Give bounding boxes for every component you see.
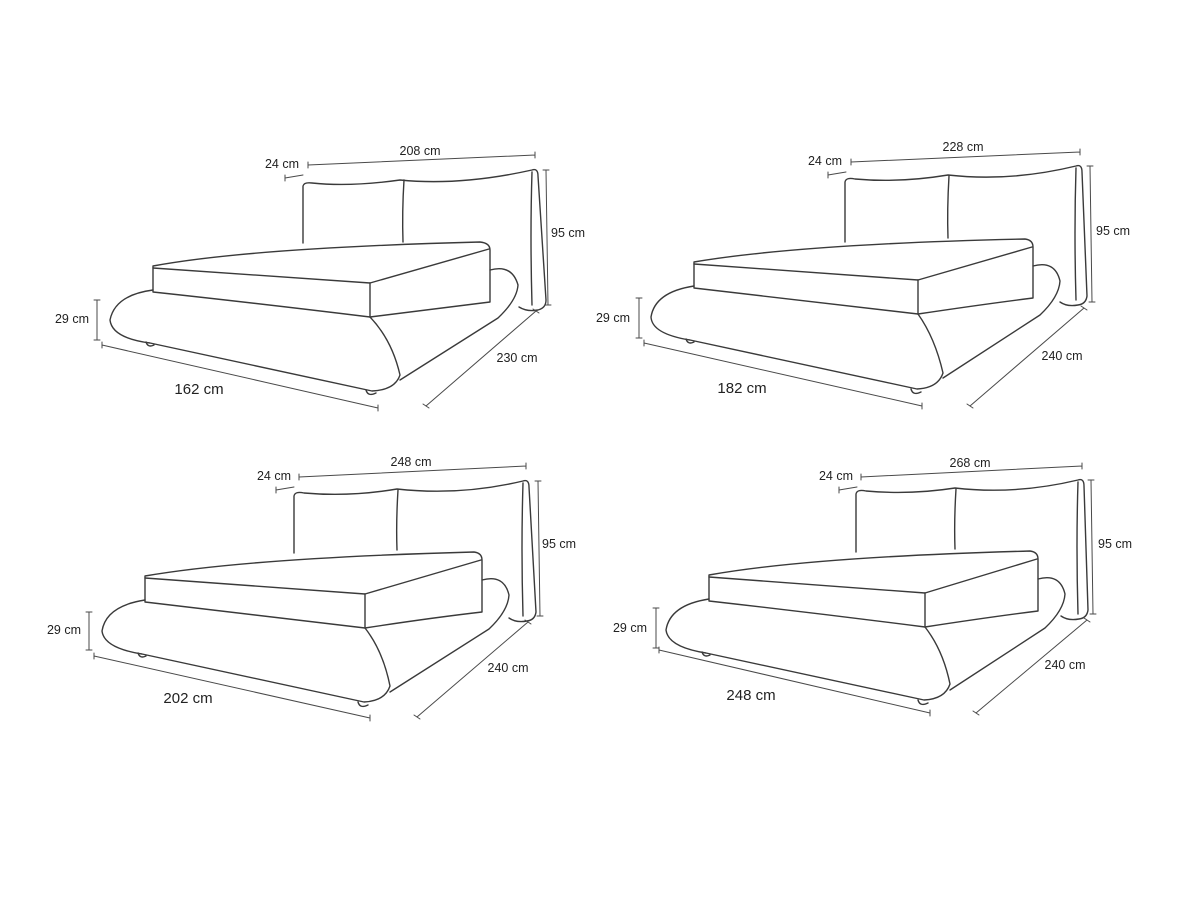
headboard-width-label: 248 cm — [391, 455, 432, 469]
bed-foot — [917, 699, 929, 706]
mattress-edge — [708, 558, 1038, 594]
base-height-label: 29 cm — [55, 312, 89, 326]
headboard-width-label: 228 cm — [943, 140, 984, 154]
bed-base — [101, 599, 391, 703]
headboard-depth-label: 24 cm — [808, 154, 842, 168]
headboard-depth-label: 24 cm — [265, 157, 299, 171]
bed-drawing-3 — [101, 479, 537, 708]
length-label: 240 cm — [1042, 349, 1083, 363]
width-label: 182 cm — [717, 380, 766, 397]
bed-base — [665, 598, 951, 701]
mattress — [144, 551, 483, 629]
bed-drawing-4 — [665, 478, 1089, 706]
headboard-width-label: 208 cm — [400, 144, 441, 158]
bed-foot — [701, 651, 711, 657]
headboard-depth-label: 24 cm — [819, 469, 853, 483]
bed-base-side — [399, 267, 519, 381]
length-label: 240 cm — [488, 661, 529, 675]
headboard — [293, 479, 537, 623]
length-label: 230 cm — [497, 351, 538, 365]
bed-drawing-2 — [650, 164, 1088, 395]
headboard-side — [1076, 481, 1079, 615]
mattress-edge — [152, 248, 490, 284]
headboard-seam — [395, 489, 399, 551]
dimension-lines-4 — [652, 462, 1097, 717]
mattress — [693, 238, 1034, 315]
headboard-width-label: 268 cm — [950, 456, 991, 470]
headboard-seam — [946, 175, 950, 239]
bed-base-side — [949, 576, 1066, 691]
headboard — [855, 478, 1089, 621]
dimension-lines-3 — [85, 462, 544, 722]
headboard — [302, 168, 547, 312]
height-label: 95 cm — [542, 537, 576, 551]
headboard-side — [1074, 167, 1077, 301]
mattress-edge — [144, 559, 482, 595]
height-label: 95 cm — [1098, 537, 1132, 551]
bed-base-side — [389, 577, 510, 693]
dimension-lines-1 — [93, 151, 552, 412]
headboard-seam — [953, 488, 957, 550]
bed-drawing-1 — [109, 168, 547, 396]
dimension-lines-2 — [635, 148, 1096, 410]
bed-foot — [365, 389, 377, 396]
base-height-label: 29 cm — [613, 621, 647, 635]
mattress — [152, 241, 491, 318]
width-label: 162 cm — [174, 381, 223, 398]
bed-foot — [137, 652, 147, 658]
bed-base — [109, 289, 401, 392]
mattress-edge — [693, 246, 1033, 281]
length-label: 240 cm — [1045, 658, 1086, 672]
height-label: 95 cm — [551, 226, 585, 240]
bed-foot — [910, 388, 922, 395]
headboard-seam — [401, 179, 405, 243]
headboard-side — [521, 482, 524, 617]
bed-foot — [685, 338, 695, 344]
headboard-side — [530, 171, 533, 306]
base-height-label: 29 cm — [596, 311, 630, 325]
bed-foot — [357, 701, 369, 708]
bed-foot — [145, 341, 155, 347]
headboard — [844, 164, 1088, 307]
bed-base — [650, 285, 944, 390]
headboard-depth-label: 24 cm — [257, 469, 291, 483]
width-label: 248 cm — [726, 687, 775, 704]
base-height-label: 29 cm — [47, 623, 81, 637]
mattress — [708, 550, 1039, 628]
height-label: 95 cm — [1096, 224, 1130, 238]
bed-base-side — [942, 263, 1061, 379]
width-label: 202 cm — [163, 690, 212, 707]
